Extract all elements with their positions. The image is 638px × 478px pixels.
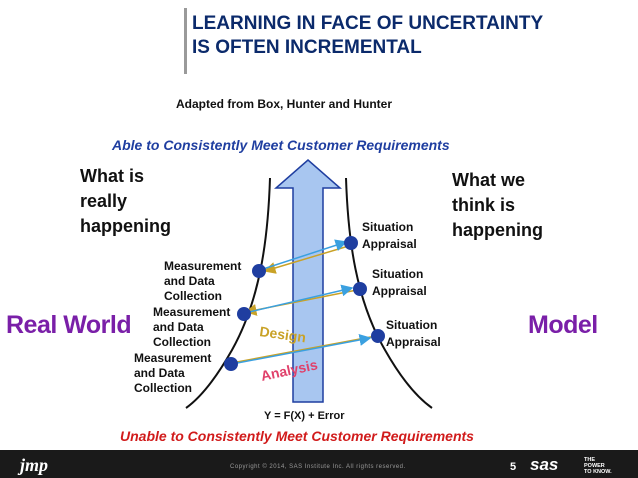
right-note-line-3: happening <box>452 220 543 240</box>
measurement-1-line-3: Collection <box>164 289 223 303</box>
title-line-2: IS OFTEN INCREMENTAL <box>192 37 422 58</box>
bottom-requirement: Unable to Consistently Meet Customer Req… <box>120 428 474 444</box>
learning-diagram: Design Analysis Y = F(X) + Error <box>185 159 433 422</box>
measurement-2-line-1: Measurement <box>153 305 231 319</box>
top-requirement: Able to Consistently Meet Customer Requi… <box>112 137 450 153</box>
model-title: Model <box>528 311 598 339</box>
situation-2-line-1: Situation <box>372 267 424 281</box>
tagline-line-1: THE <box>584 457 595 463</box>
page-title: LEARNING IN FACE OF UNCERTAINTY IS OFTEN… <box>192 12 632 60</box>
copyright-text: Copyright © 2014, SAS Institute Inc. All… <box>230 464 406 470</box>
right-note-line-2: think is <box>452 195 516 215</box>
left-note-line-3: happening <box>80 216 171 236</box>
situation-label-2: Situation Appraisal <box>372 266 427 300</box>
real-node-2 <box>237 307 251 321</box>
situation-3-line-2: Appraisal <box>386 335 441 349</box>
measurement-label-1: Measurement and Data Collection <box>164 259 241 304</box>
measurement-3-line-1: Measurement <box>134 351 212 365</box>
page-number: 5 <box>510 461 517 473</box>
situation-label-1: Situation Appraisal <box>362 219 417 253</box>
sas-tagline: THE POWER TO KNOW. <box>584 457 612 475</box>
situation-3-line-1: Situation <box>386 318 438 332</box>
real-node-1 <box>252 264 266 278</box>
left-note-line-1: What is <box>80 166 145 186</box>
analysis-arrow-1 <box>259 239 348 271</box>
footer-bar <box>0 450 638 478</box>
analysis-arrow-3 <box>231 334 372 365</box>
jmp-logo: jmp <box>20 455 49 475</box>
title-line-1: LEARNING IN FACE OF UNCERTAINTY <box>192 13 544 34</box>
design-arrow-3 <box>236 335 377 363</box>
real-node-3 <box>224 357 238 371</box>
left-note-line-2: really <box>80 191 128 211</box>
model-node-1 <box>344 236 358 250</box>
measurement-3-line-3: Collection <box>134 381 193 395</box>
measurement-2-line-2: and Data <box>153 320 204 334</box>
model-node-3 <box>371 329 385 343</box>
source-subtitle: Adapted from Box, Hunter and Hunter <box>176 97 393 111</box>
tagline-line-2: POWER <box>584 463 605 469</box>
situation-2-line-2: Appraisal <box>372 284 427 298</box>
measurement-1-line-2: and Data <box>164 274 215 288</box>
left-note: What is really happening <box>80 164 210 239</box>
design-label: Design <box>259 323 307 345</box>
model-node-2 <box>353 282 367 296</box>
right-note-line-1: What we <box>452 170 526 190</box>
tagline-line-3: TO KNOW. <box>584 469 612 475</box>
title-accent-bar <box>184 8 187 74</box>
measurement-2-line-3: Collection <box>153 335 212 349</box>
sas-logo: sas <box>530 455 559 474</box>
analysis-arrow-2 <box>244 284 354 314</box>
real-world-curve <box>185 177 271 409</box>
measurement-label-2: Measurement and Data Collection <box>153 305 230 350</box>
measurement-label-3: Measurement and Data Collection <box>134 351 211 396</box>
situation-1-line-2: Appraisal <box>362 237 417 251</box>
real-world-title: Real World <box>6 311 132 339</box>
right-note: What we think is happening <box>452 168 572 243</box>
situation-label-3: Situation Appraisal <box>386 317 441 351</box>
situation-1-line-1: Situation <box>362 220 414 234</box>
progress-arrow <box>274 159 342 403</box>
equation-label: Y = F(X) + Error <box>264 410 345 422</box>
measurement-3-line-2: and Data <box>134 366 185 380</box>
measurement-1-line-1: Measurement <box>164 259 242 273</box>
